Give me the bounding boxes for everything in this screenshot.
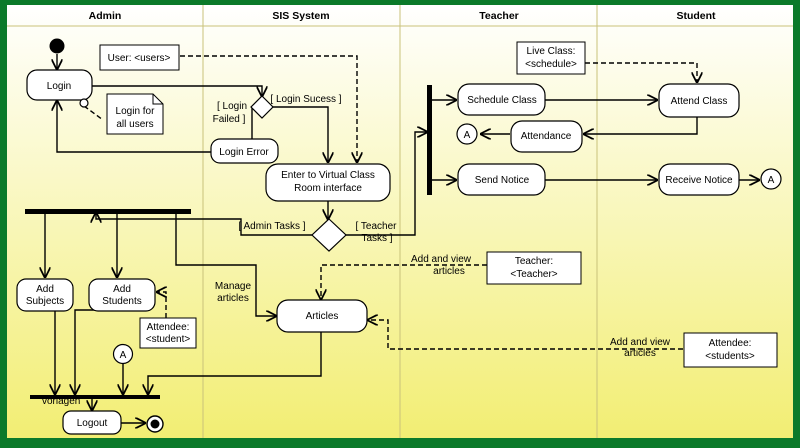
lane-header-admin: Admin (89, 10, 122, 22)
connector-a-teacher-label: A (464, 130, 471, 141)
enter-class-line2: Room interface (294, 183, 362, 194)
tasks-decision (311, 218, 347, 252)
flow-decision-success (273, 106, 328, 162)
object-flows (83, 55, 697, 350)
connector-a-admin-label: A (120, 350, 127, 361)
merge-bar-label: vorlagen (42, 396, 80, 407)
flow-attendees-articles (368, 320, 683, 350)
lane-header-student: Student (676, 10, 716, 22)
articles-activity (276, 299, 368, 333)
attendance-label: Attendance (521, 131, 572, 142)
add-students-activity (88, 278, 156, 312)
receive-notice-label: Receive Notice (665, 175, 733, 186)
flow-attendee-addstudents (157, 292, 166, 318)
swimlane-dividers (7, 5, 793, 438)
user-object (99, 44, 180, 71)
admin-fork-bar (25, 209, 191, 214)
logout-activity (62, 410, 122, 435)
teacher-articles-line1: Add and view (411, 254, 472, 265)
user-object-label: User: <users> (108, 53, 171, 64)
flow-teacher-articles (321, 264, 487, 299)
receive-notice-activity (658, 163, 740, 196)
login-label: Login (47, 81, 71, 92)
lane-header-sis-system: SIS System (272, 10, 329, 22)
attendee-students-line2: <students> (705, 351, 755, 362)
guard-login-failed-1: [ Login (217, 101, 247, 112)
connector-a-student-label: A (768, 175, 775, 186)
flow-liveclass-attend (585, 62, 697, 82)
teacher-object (486, 251, 582, 285)
add-students-line2: Students (102, 296, 141, 307)
logout-label: Logout (77, 418, 108, 429)
schedule-class-label: Schedule Class (467, 95, 536, 106)
add-students-line1: Add (113, 284, 131, 295)
attend-class-label: Attend Class (671, 96, 728, 107)
flow-articles-merge (148, 332, 322, 394)
guard-teacher-tasks-1: [ Teacher (356, 221, 398, 232)
guard-login-success: [ Login Sucess ] (270, 94, 341, 105)
live-class-object (516, 41, 586, 75)
note-anchor (83, 105, 104, 121)
attendee-student-line1: Attendee: (147, 322, 190, 333)
teacher-object-line1: Teacher: (515, 256, 553, 267)
flow-attend-attendance (584, 117, 698, 134)
teacher-fork-bar (427, 85, 432, 195)
enter-class-line1: Enter to Virtual Class (281, 170, 375, 181)
manage-articles-line2: articles (217, 293, 249, 304)
login-note-line1: Login for (116, 106, 156, 117)
guard-login-failed-2: Failed ] (213, 114, 246, 125)
guard-teacher-tasks-2: Tasks ] (361, 233, 392, 244)
teacher-object-line2: <Teacher> (510, 269, 557, 280)
attend-class-activity (658, 83, 740, 118)
flow-fork-articles (175, 213, 276, 316)
start-node (49, 38, 65, 54)
send-notice-label: Send Notice (475, 175, 530, 186)
flow-admin-tasks (96, 213, 312, 236)
add-subjects-line1: Add (36, 284, 54, 295)
connector-a-student (760, 168, 782, 190)
attendee-students-object (683, 332, 778, 368)
login-note-line2: all users (116, 119, 153, 130)
end-node-core (150, 419, 160, 429)
flow-error-login (57, 101, 212, 153)
manage-articles-line1: Manage (215, 281, 252, 292)
control-flows (45, 54, 759, 423)
attendance-activity (510, 120, 583, 153)
merge-bar (30, 395, 160, 399)
add-subjects-line2: Subjects (26, 296, 64, 307)
login-error-activity (210, 138, 279, 164)
attendee-student-line2: <student> (146, 334, 191, 345)
enter-class-activity (265, 163, 391, 202)
flow-user-enter (180, 55, 357, 162)
articles-label: Articles (306, 311, 339, 322)
login-note (106, 93, 164, 135)
login-decision (250, 95, 274, 119)
connector-a-admin (112, 343, 134, 365)
schedule-class-activity (457, 83, 546, 116)
students-articles-line2: articles (624, 348, 656, 359)
login-activity (26, 69, 93, 101)
login-error-label: Login Error (219, 147, 269, 158)
guard-admin-tasks: [ Admin Tasks ] (238, 221, 305, 232)
send-notice-activity (457, 163, 546, 196)
teacher-articles-line2: articles (433, 266, 465, 277)
attendee-students-line1: Attendee: (709, 338, 752, 349)
add-subjects-activity (16, 278, 74, 312)
students-articles-line1: Add and view (610, 337, 671, 348)
live-class-line1: Live Class: (527, 46, 576, 57)
flow-login-decision (92, 85, 262, 96)
connector-a-teacher (456, 123, 478, 145)
attendee-student-object (139, 317, 197, 349)
flow-teacher-tasks (345, 132, 427, 236)
lane-header-teacher: Teacher (479, 10, 519, 22)
live-class-line2: <schedule> (525, 59, 577, 70)
note-anchor-circle (79, 98, 89, 108)
